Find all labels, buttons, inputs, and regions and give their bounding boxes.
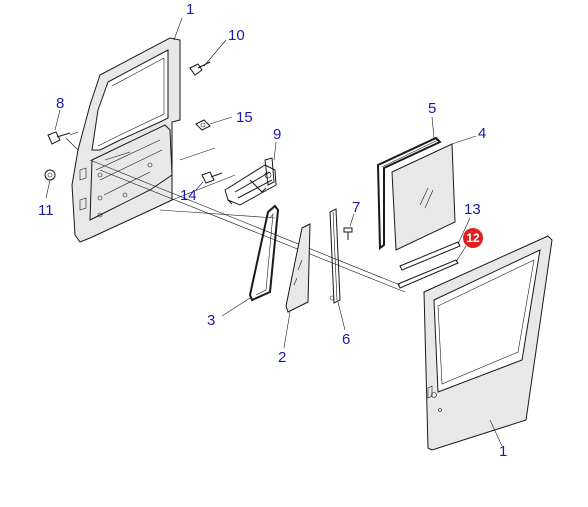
leader-2 — [283, 311, 291, 349]
label-12: 12 — [466, 231, 480, 245]
leader-11 — [45, 179, 51, 199]
nut-15-icon — [195, 119, 211, 131]
label-2: 2 — [278, 349, 286, 366]
door-frame-inner — [71, 37, 181, 243]
leader-12 — [455, 245, 467, 263]
weatherstrip-13 — [399, 241, 461, 271]
label-10: 10 — [228, 27, 245, 44]
label-8: 8 — [56, 95, 64, 112]
leader-14 — [195, 181, 204, 191]
leader-8b — [69, 131, 79, 136]
leader-9 — [273, 141, 277, 161]
leader-3 — [221, 297, 251, 317]
leader-4 — [451, 135, 477, 145]
glass-4 — [391, 143, 456, 251]
label-14: 14 — [180, 187, 197, 204]
bolt-8-icon — [47, 131, 71, 145]
window-regulator-9 — [224, 157, 277, 206]
label-9: 9 — [273, 126, 281, 143]
leader-6 — [337, 301, 346, 331]
grommet-11-icon — [44, 169, 56, 181]
label-11: 11 — [38, 202, 54, 219]
door-outer-panel — [423, 235, 553, 451]
label-13: 13 — [464, 201, 481, 218]
bolt-10-icon — [189, 61, 211, 76]
label-1-bottom: 1 — [499, 443, 507, 460]
label-4: 4 — [478, 125, 486, 142]
label-6: 6 — [342, 331, 350, 348]
leader-10 — [203, 39, 227, 67]
label-12-badge: 12 — [463, 228, 483, 248]
leader-5 — [431, 116, 435, 139]
screw-7-icon — [343, 227, 353, 240]
leader-13 — [457, 217, 471, 245]
channel-6 — [329, 208, 341, 304]
leader-1a — [173, 17, 183, 41]
assembly-guide-lines — [65, 137, 406, 293]
leader-8 — [54, 109, 61, 131]
weatherstrip-12 — [397, 259, 459, 289]
label-15: 15 — [236, 109, 253, 126]
label-7: 7 — [352, 199, 360, 216]
label-3: 3 — [207, 312, 215, 329]
bolt-14-icon — [201, 171, 223, 184]
glass-2 — [285, 223, 311, 313]
leader-7 — [349, 213, 355, 227]
label-1-top: 1 — [186, 1, 194, 18]
leader-1b — [489, 419, 503, 447]
label-5: 5 — [428, 100, 436, 117]
glass-channel-5 — [376, 136, 442, 250]
leader-15 — [209, 116, 233, 125]
seal-3 — [248, 204, 280, 302]
